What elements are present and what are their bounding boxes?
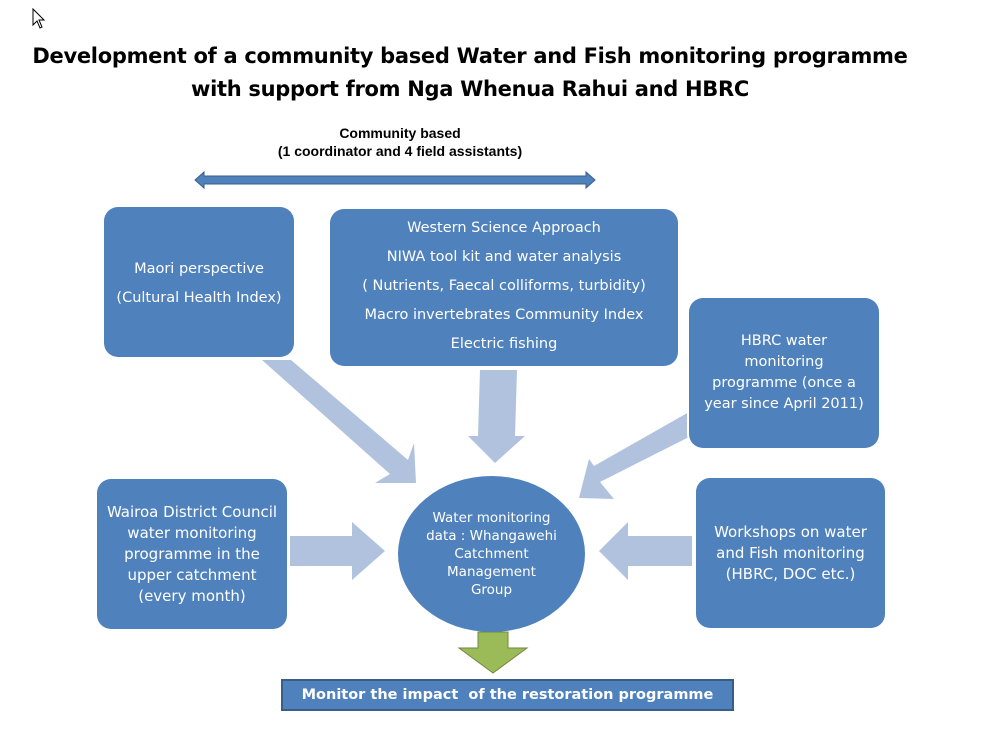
community-label: Community based (1 coordinator and 4 fie…: [240, 124, 560, 160]
circle-text-line: data : Whangawehi: [426, 528, 557, 544]
circle-text-line: Group: [470, 582, 513, 598]
box-text-line: HBRC water: [740, 333, 828, 349]
box-text-line: Wairoa District Council: [106, 502, 278, 521]
box-text-line: Western Science Approach: [407, 220, 601, 236]
circle-text-line: Catchment: [454, 546, 529, 562]
outcome-label: Monitor the impact of the restoration pr…: [301, 687, 714, 703]
outcome-bar: Monitor the impact of the restoration pr…: [281, 679, 734, 711]
center-data-circle: Water monitoring data : Whangawehi Catch…: [398, 476, 585, 632]
maori-perspective-box: Maori perspective (Cultural Health Index…: [104, 207, 294, 357]
box-text-line: and Fish monitoring: [716, 543, 865, 562]
arrow-maori-to-center: [262, 360, 416, 483]
box-text-line: Workshops on water: [714, 522, 867, 541]
mouse-cursor-icon: [32, 7, 46, 29]
box-text-line: water monitoring: [127, 523, 257, 542]
box-text-line: NIWA tool kit and water analysis: [386, 249, 622, 265]
wairoa-council-box: Wairoa District Council water monitoring…: [97, 479, 287, 629]
box-text-line: programme (once a: [712, 375, 856, 391]
western-science-box: Western Science Approach NIWA tool kit a…: [330, 209, 678, 366]
double-arrow-icon: [194, 170, 596, 190]
green-down-arrow-icon: [457, 631, 529, 674]
box-text-line: Macro invertebrates Community Index: [364, 307, 644, 323]
circle-text-line: Management: [447, 564, 536, 580]
box-text-line: (every month): [138, 586, 246, 605]
box-text-line: monitoring: [744, 354, 824, 370]
box-text-line: programme in the: [124, 544, 260, 563]
box-text-line: (HBRC, DOC etc.): [725, 564, 856, 583]
arrow-wairoa-to-center: [290, 522, 385, 580]
box-text-line: upper catchment: [127, 565, 257, 584]
hbrc-monitoring-box: HBRC water monitoring programme (once a …: [689, 298, 879, 448]
box-text-line: year since April 2011): [704, 396, 864, 412]
box-text-line: (Cultural Health Index): [116, 290, 282, 306]
page-title: Development of a community based Water a…: [0, 40, 940, 106]
box-text-line: Maori perspective: [134, 261, 264, 277]
workshops-box: Workshops on water and Fish monitoring (…: [696, 478, 885, 628]
box-text-line: Electric fishing: [450, 336, 558, 352]
arrow-western-to-center: [468, 370, 525, 463]
title-line-2: with support from Nga Whenua Rahui and H…: [191, 77, 749, 101]
box-text-line: ( Nutrients, Faecal colliforms, turbidit…: [362, 278, 646, 294]
community-line-2: (1 coordinator and 4 field assistants): [277, 143, 523, 159]
community-line-1: Community based: [339, 125, 461, 141]
arrow-workshops-to-center: [599, 522, 692, 580]
circle-text-line: Water monitoring: [432, 510, 551, 526]
title-line-1: Development of a community based Water a…: [32, 44, 908, 68]
arrow-hbrc-to-center: [579, 412, 689, 499]
